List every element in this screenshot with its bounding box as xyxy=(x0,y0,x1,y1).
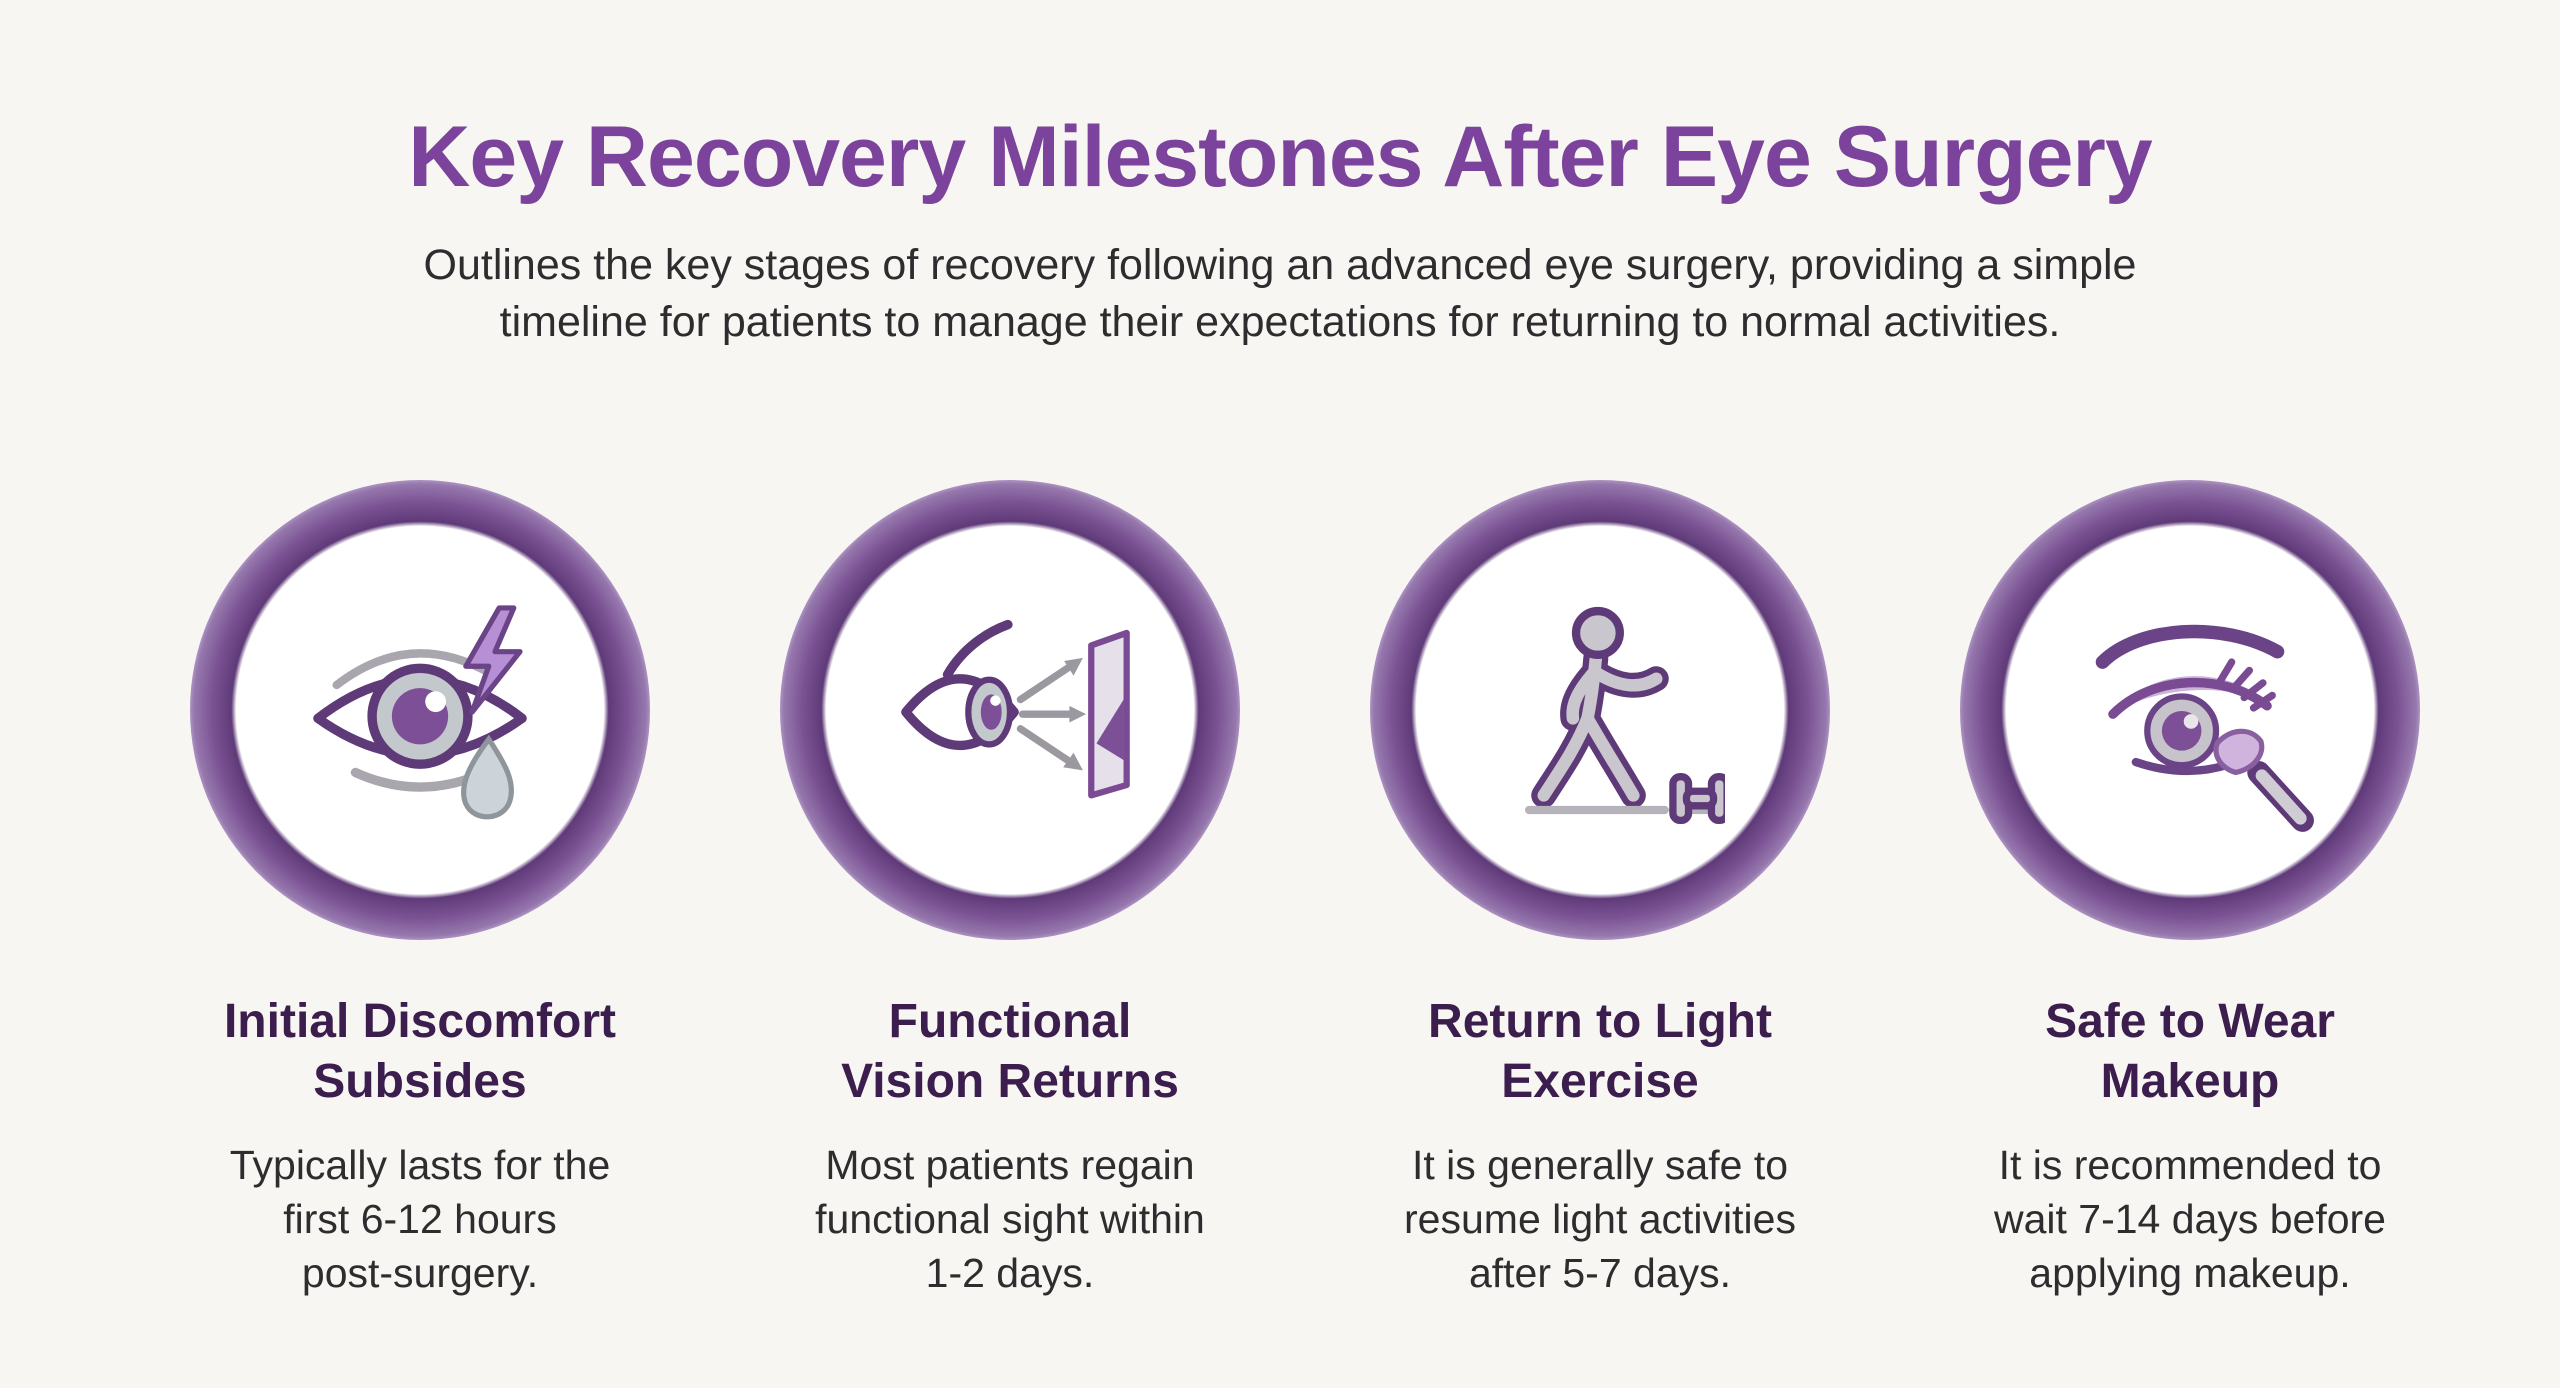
milestones-row: Initial Discomfort Subsides Typically la… xyxy=(0,479,2560,1300)
eye-discomfort-icon xyxy=(313,605,527,820)
milestone-title: Return to Light Exercise xyxy=(1428,994,1772,1108)
eye-makeup-brush-icon xyxy=(2095,624,2314,832)
milestone-wear-makeup: Safe to Wear Makeup It is recommended to… xyxy=(1895,479,2485,1300)
milestone-description: It is generally safe to resume light act… xyxy=(1404,1141,1796,1297)
milestone-description: Most patients regain functional sight wi… xyxy=(815,1141,1205,1297)
milestone-description: Typically lasts for the first 6-12 hours… xyxy=(229,1141,611,1297)
milestone-badge xyxy=(1370,479,1830,940)
milestone-title: Functional Vision Returns xyxy=(841,994,1179,1108)
eye-vision-arrows-icon xyxy=(901,619,1130,799)
milestone-description: It is recommended to wait 7-14 days befo… xyxy=(1993,1141,2386,1297)
page-title: Key Recovery Milestones After Eye Surger… xyxy=(408,109,2152,205)
milestone-title: Safe to Wear Makeup xyxy=(2045,994,2335,1108)
milestone-light-exercise: Return to Light Exercise It is generally… xyxy=(1305,479,1895,1300)
milestone-initial-discomfort: Initial Discomfort Subsides Typically la… xyxy=(125,479,715,1300)
milestone-title: Initial Discomfort Subsides xyxy=(223,994,617,1108)
walking-exercise-icon xyxy=(1525,606,1725,824)
milestone-badge xyxy=(780,479,1240,940)
milestone-badge xyxy=(1960,479,2420,940)
milestone-badge xyxy=(190,479,650,940)
page-subtitle: Outlines the key stages of recovery foll… xyxy=(423,240,2137,347)
milestone-functional-vision: Functional Vision Returns Most patients … xyxy=(715,479,1305,1300)
